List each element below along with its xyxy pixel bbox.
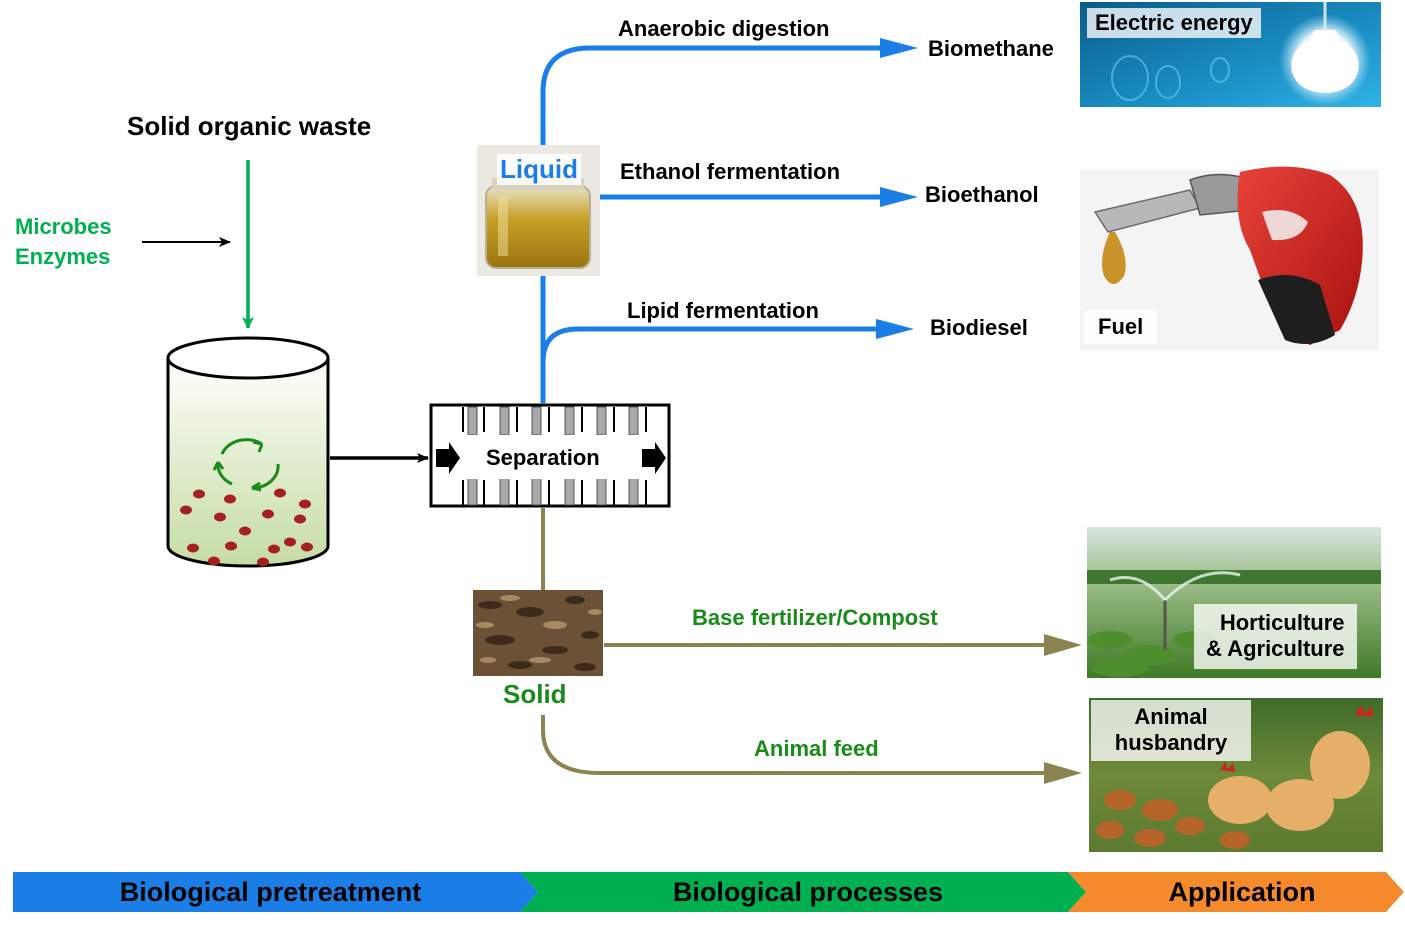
process-ethanol-fermentation: Ethanol fermentation: [620, 159, 841, 184]
caption-horticulture-line2: & Agriculture: [1206, 636, 1345, 662]
fuel-image: [1080, 166, 1379, 350]
product-biodiesel: Biodiesel: [930, 315, 1028, 340]
caption-horticulture-line1: Horticulture: [1219, 610, 1345, 635]
reactor-tank: [166, 336, 330, 568]
stage-processes-label: Biological processes: [672, 876, 944, 907]
caption-fuel: Fuel: [1084, 310, 1158, 345]
lightbulb-icon: [1279, 2, 1371, 106]
fuel-nozzle-icon: [1093, 166, 1363, 345]
caption-animal-husbandry: Animal husbandry: [1091, 700, 1251, 761]
arrow-biodiesel: [876, 319, 914, 339]
arrow-animal-feed: [1044, 762, 1082, 784]
caption-electric-energy: Electric energy: [1087, 8, 1261, 39]
arrow-bioethanol: [880, 187, 918, 207]
agent-microbes: Microbes: [15, 214, 112, 239]
separation-label: Separation: [486, 445, 600, 470]
solid-mulch-image: [473, 590, 603, 676]
liquid-label: Liquid: [497, 154, 581, 186]
stage-application-shape: [1068, 872, 1404, 912]
process-anaerobic-digestion: Anaerobic digestion: [618, 16, 830, 41]
product-bioethanol: Bioethanol: [925, 182, 1039, 207]
agent-enzymes: Enzymes: [15, 244, 111, 269]
process-lipid-fermentation: Lipid fermentation: [627, 298, 819, 323]
liquid-flow: [540, 45, 885, 403]
caption-horticulture: Horticulture & Agriculture: [1194, 604, 1357, 669]
solid-flow: [541, 508, 1050, 775]
stage-application-label: Application: [1168, 876, 1316, 907]
stage-pretreatment-label: Biological pretreatment: [119, 876, 422, 907]
process-base-fertilizer: Base fertilizer/Compost: [692, 605, 938, 630]
recycle-icon: [212, 438, 280, 492]
electric-energy-image: [1080, 2, 1381, 107]
separation-unit: [429, 403, 671, 508]
caption-animal-line1: Animal: [1134, 704, 1208, 729]
stage-processes-shape: [520, 872, 1086, 912]
caption-animal-line2: husbandry: [1114, 730, 1228, 756]
product-biomethane: Biomethane: [928, 36, 1054, 61]
arrow-biomethane: [880, 38, 918, 58]
arrow-fertilizer: [1044, 634, 1082, 656]
stage-pretreatment-shape: [13, 872, 538, 912]
process-animal-feed: Animal feed: [754, 736, 879, 761]
solid-label: Solid: [503, 679, 567, 709]
input-title: Solid organic waste: [127, 111, 372, 141]
stage-bar: [13, 872, 1404, 912]
